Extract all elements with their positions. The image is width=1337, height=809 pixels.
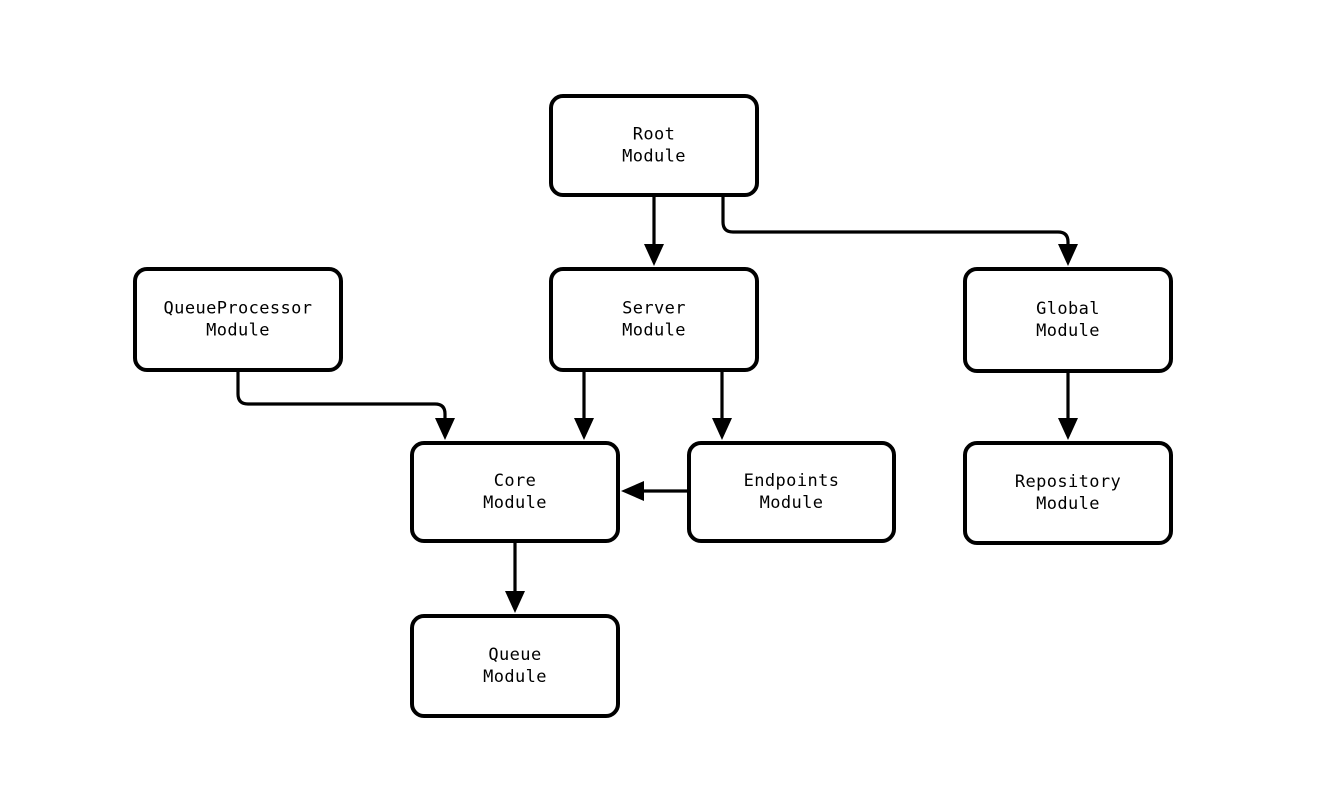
edge-core-to-queue: [505, 543, 525, 613]
node-label-line: Module: [483, 493, 547, 513]
node-box[interactable]: [963, 267, 1173, 373]
node-label-line: Root: [633, 125, 676, 145]
node-box[interactable]: [549, 267, 759, 372]
node-label-line: Queue: [488, 645, 541, 665]
node-label-line: Repository: [1015, 472, 1121, 492]
edge-server-to-core: [574, 372, 594, 440]
arrowhead-icon: [1058, 418, 1078, 440]
node-box[interactable]: [133, 267, 343, 372]
arrowhead-icon: [644, 244, 664, 266]
node-label-line: QueueProcessor: [164, 299, 313, 319]
node-label-line: Endpoints: [744, 471, 840, 491]
node-label-line: Global: [1036, 299, 1100, 319]
edge-root-to-global: [721, 197, 1078, 266]
node-box[interactable]: [687, 441, 896, 543]
edge-line: [236, 372, 447, 421]
edge-global-to-repository: [1058, 373, 1078, 440]
node-label-line: Module: [483, 667, 547, 687]
arrowhead-icon: [505, 591, 525, 613]
edge-queueprocessor-to-core: [236, 372, 455, 440]
edge-line: [721, 197, 1070, 247]
edges-layer: [236, 197, 1078, 613]
edge-root-to-server: [644, 197, 664, 266]
node-label-line: Module: [1036, 321, 1100, 341]
node-box[interactable]: [963, 441, 1173, 545]
node-box[interactable]: [410, 441, 620, 543]
edge-endpoints-to-core: [621, 481, 687, 501]
node-label-line: Module: [622, 147, 686, 167]
node-box[interactable]: [410, 614, 620, 718]
node-label-line: Module: [206, 321, 270, 341]
node-label-line: Module: [622, 321, 686, 341]
arrowhead-icon: [1058, 244, 1078, 266]
arrowhead-icon: [621, 481, 644, 501]
node-label-line: Module: [760, 493, 824, 513]
edge-server-to-endpoints: [712, 372, 732, 440]
node-label-line: Core: [494, 471, 537, 491]
arrowhead-icon: [712, 418, 732, 440]
arrowhead-icon: [574, 418, 594, 440]
arrowhead-icon: [435, 418, 455, 440]
node-label-line: Module: [1036, 494, 1100, 514]
node-label-line: Server: [622, 299, 686, 319]
node-box[interactable]: [549, 94, 759, 197]
